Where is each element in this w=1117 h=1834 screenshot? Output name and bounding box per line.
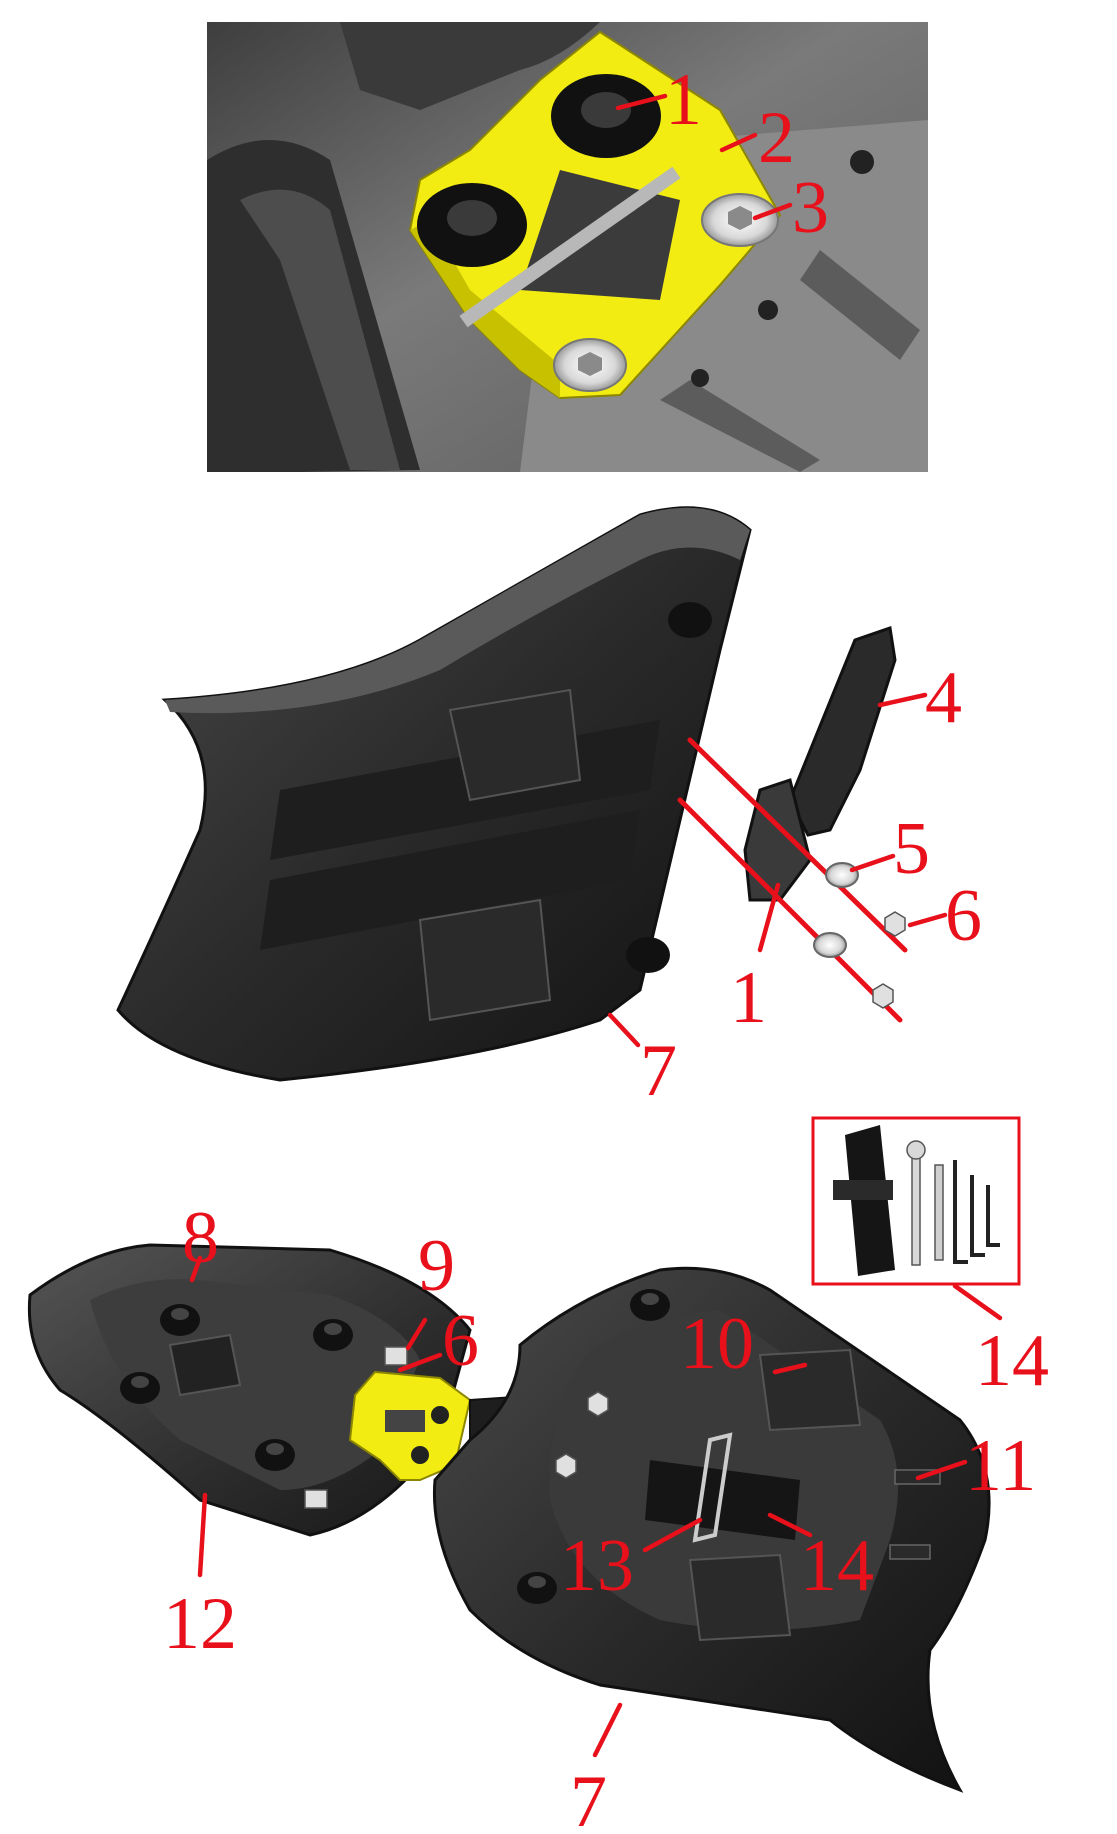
latch-box [688, 1553, 792, 1642]
tray-hole [691, 369, 709, 387]
latch-housing [168, 1333, 242, 1397]
callout-label: 6 [442, 1300, 479, 1382]
leader-line [719, 132, 758, 153]
grommet-small [431, 1406, 449, 1424]
callout-label: 1 [730, 957, 767, 1039]
callout-label: 3 [792, 167, 829, 249]
leader-line [952, 1283, 1003, 1321]
callout-label: 7 [570, 1761, 607, 1834]
leader-line [642, 1517, 703, 1553]
tray-slot-2 [660, 380, 820, 472]
tool-pouch [845, 1125, 895, 1276]
callout-label: 9 [418, 1225, 455, 1307]
latch-box [418, 898, 552, 1022]
tray-hole [850, 150, 874, 174]
leader-line [915, 1459, 968, 1481]
leader-line [877, 692, 928, 708]
washer [813, 932, 847, 958]
callout-label: 5 [893, 808, 930, 890]
wrench-icon [906, 1140, 926, 1266]
leader-line [189, 1255, 203, 1283]
hex-nut [884, 911, 906, 937]
hinge-bracket [788, 626, 897, 837]
hex-bolt [701, 193, 779, 247]
assembly-line [687, 737, 908, 953]
leader-line [772, 1362, 808, 1375]
bottom-seat-view: 8 9 6 10 11 12 13 14 7 14 [27, 1116, 1049, 1834]
leader-line [757, 882, 781, 953]
callout-label: 8 [182, 1197, 219, 1279]
rubber-grommet [626, 937, 670, 973]
rubber-grommet [417, 183, 527, 267]
socket-tool [934, 1164, 944, 1261]
callout-label: 7 [640, 1030, 677, 1112]
callout-label: 10 [680, 1303, 754, 1385]
leader-line [197, 1492, 208, 1578]
rubber-grommet [255, 1439, 295, 1471]
latch-slot [385, 1410, 425, 1432]
hinge-tab [889, 1544, 931, 1560]
pouch-strap [833, 1180, 893, 1200]
callout-label: 14 [800, 1525, 874, 1607]
rubber-grommet [630, 1289, 670, 1321]
callout-label: 12 [163, 1583, 237, 1665]
retaining-strap [692, 1432, 733, 1543]
latch-rod [459, 166, 681, 328]
latch-box [448, 688, 582, 802]
frame-rail-inner [240, 189, 400, 471]
rubber-grommet [313, 1319, 353, 1351]
callout-label: 6 [945, 875, 982, 957]
rubber-grommet [551, 74, 661, 158]
middle-seat-view: 4 5 6 1 7 [116, 506, 982, 1112]
leader-line [752, 202, 793, 221]
hex-key [986, 1185, 1000, 1247]
tray-slot-1 [800, 250, 920, 360]
leader-line [405, 1317, 428, 1351]
clip-tab [384, 1346, 408, 1366]
rubber-grommet [160, 1304, 200, 1336]
callout-label: 13 [560, 1525, 634, 1607]
callout-label: 1 [665, 59, 702, 141]
leader-line [907, 912, 948, 928]
hex-nut [555, 1453, 577, 1479]
leader-line [397, 1352, 443, 1373]
upper-shroud [340, 22, 600, 110]
latch-box [758, 1348, 862, 1432]
leader-line [767, 1512, 813, 1538]
grommet-small [411, 1446, 429, 1464]
leader-line [607, 1012, 641, 1048]
hex-nut [872, 983, 894, 1009]
rubber-grommet [668, 602, 712, 638]
hex-nut [587, 1391, 609, 1417]
leader-line [592, 1702, 623, 1758]
seat-base-rib [260, 810, 640, 950]
callout-label: 14 [975, 1320, 1049, 1402]
rubber-grommet [120, 1372, 160, 1404]
leader-line [849, 853, 896, 873]
callout-label: 2 [758, 97, 795, 179]
assembly-line [677, 797, 903, 1023]
hex-key [953, 1160, 968, 1264]
hex-bolt [553, 338, 627, 392]
top-detail-view: 1 2 3 [207, 22, 928, 472]
hex-key [970, 1175, 985, 1257]
rubber-grommet [517, 1572, 557, 1604]
leader-line [615, 93, 668, 111]
clip-tab [304, 1489, 328, 1509]
tray-hole [758, 300, 778, 320]
callout-label: 11 [965, 1425, 1036, 1507]
tool-pouch-stowed [645, 1460, 800, 1540]
seat-top-edge [165, 507, 750, 714]
callout-label: 4 [925, 657, 962, 739]
washer [825, 862, 859, 888]
